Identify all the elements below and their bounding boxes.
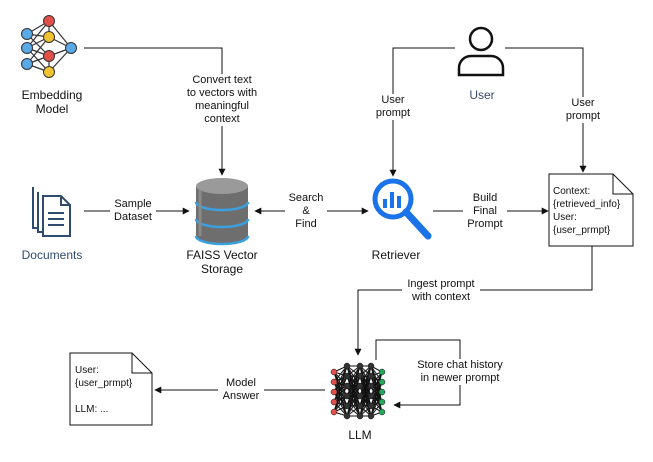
llm-neuron: [343, 382, 351, 390]
llm-neuron: [367, 402, 375, 410]
context-document: [548, 173, 634, 247]
llm-neuron: [367, 412, 375, 420]
edge-label-chat-history: Store chat history in newer prompt: [412, 359, 508, 385]
edge-user-to-retriever: [389, 47, 455, 177]
llm-neuron: [343, 402, 351, 410]
edge-embed-to-faiss: [84, 47, 226, 176]
llm-neuron: [378, 388, 386, 396]
edge-llm-history: [375, 339, 461, 409]
edge-label-user-prompt-left: User prompt: [373, 94, 413, 120]
llm-connection: [359, 375, 372, 417]
llm-neuron: [356, 362, 364, 370]
llm-neuron: [356, 372, 364, 380]
llm-label: LLM: [348, 428, 372, 442]
llm-neuron: [378, 398, 386, 406]
answer-document-text: User: {user_prmpt} LLM: ...: [75, 365, 133, 415]
documents-label: Documents: [21, 248, 83, 262]
llm-connection: [346, 365, 361, 397]
llm-connection: [346, 395, 361, 417]
faiss-label: FAISS Vector Storage: [186, 248, 258, 276]
edge-label-model-answer: Model Answer: [218, 377, 264, 403]
llm-neuron: [378, 378, 386, 386]
llm-icon: [330, 362, 386, 420]
llm-neuron: [378, 408, 386, 416]
llm-neuron: [330, 368, 338, 376]
user-label: User: [469, 88, 495, 102]
llm-neuron: [330, 378, 338, 386]
llm-connection: [333, 365, 348, 383]
llm-neuron: [356, 402, 364, 410]
documents-icon: [32, 187, 71, 237]
llm-connection: [370, 391, 383, 417]
llm-connection: [333, 395, 348, 413]
llm-neuron: [356, 392, 364, 400]
context-document-text: Context: {retrieved_info} User: {user_pr…: [553, 186, 621, 236]
llm-connection: [346, 365, 361, 387]
llm-neuron: [343, 412, 351, 420]
llm-connection: [370, 381, 383, 417]
edge-label-sample-dataset: Sample Dataset: [110, 198, 156, 224]
llm-neuron: [343, 372, 351, 380]
llm-connection: [370, 371, 383, 397]
llm-neuron: [356, 412, 364, 420]
edge-label-user-prompt-right: User prompt: [563, 97, 603, 123]
edge-user-to-context: [505, 47, 587, 173]
llm-connection: [333, 375, 348, 413]
llm-neuron: [330, 408, 338, 416]
database-icon: [194, 178, 250, 246]
llm-connection: [346, 375, 361, 417]
edge-label-search-find: Search & Find: [285, 192, 327, 231]
llm-connection: [346, 385, 361, 417]
llm-neuron: [343, 362, 351, 370]
llm-connection: [333, 365, 348, 393]
llm-neuron: [356, 382, 364, 390]
llm-neuron: [330, 388, 338, 396]
llm-connection: [359, 385, 372, 417]
retriever-search-icon: [372, 178, 432, 240]
embedding-model-icon: [21, 15, 77, 78]
embedding-model-label: Embedding Model: [21, 88, 83, 116]
llm-neuron: [367, 372, 375, 380]
llm-neuron: [378, 368, 386, 376]
llm-neuron: [343, 392, 351, 400]
edge-label-build-final-prompt: Build Final Prompt: [463, 192, 507, 231]
edge-label-ingest-prompt: Ingest prompt with context: [402, 278, 480, 304]
llm-neuron: [367, 392, 375, 400]
llm-connection: [359, 395, 372, 417]
edge-label-convert-text: Convert text to vectors with meaningful …: [182, 74, 262, 126]
llm-neuron: [367, 382, 375, 390]
retriever-label: Retriever: [371, 248, 421, 262]
llm-connection: [333, 385, 348, 413]
llm-connection: [359, 365, 372, 387]
llm-neuron: [367, 362, 375, 370]
llm-neuron: [330, 398, 338, 406]
user-icon: [457, 26, 505, 77]
